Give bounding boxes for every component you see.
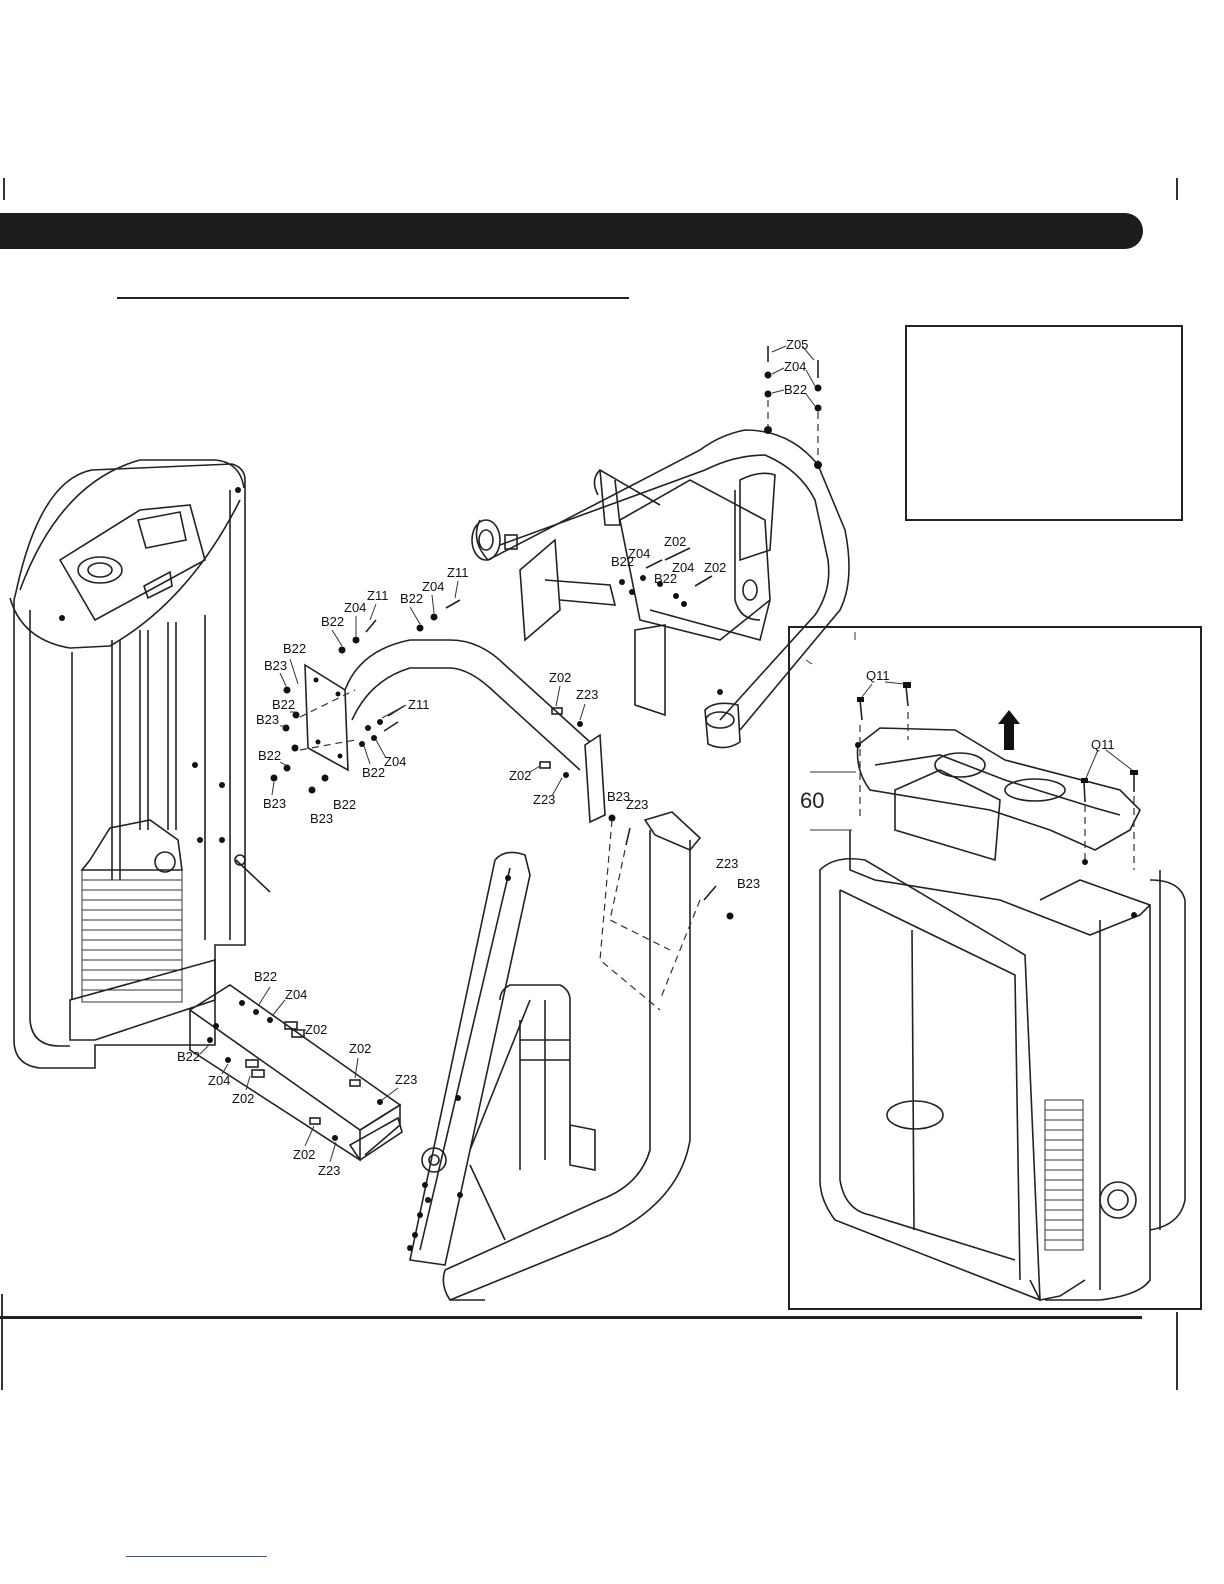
label-z11-a: Z11 xyxy=(447,565,468,580)
label-b22-g: B22 xyxy=(333,797,356,812)
weight-stack-frame xyxy=(10,460,270,1068)
label-z02-a: Z02 xyxy=(549,670,571,685)
label-z23-e: Z23 xyxy=(395,1072,417,1087)
back-pad xyxy=(635,625,665,715)
label-q11-b: Q11 xyxy=(1091,737,1115,752)
label-b22-h: B22 xyxy=(254,969,277,984)
label-z04-c: Z04 xyxy=(384,754,406,769)
label-z04-a: Z04 xyxy=(422,579,444,594)
dimension-60: 60 xyxy=(800,788,824,813)
arch-beam xyxy=(305,640,605,822)
label-b22-e: B22 xyxy=(258,748,281,763)
label-z02-c: Z02 xyxy=(305,1022,327,1037)
arch-beam-end-plate xyxy=(585,735,605,822)
label-z11-c: Z11 xyxy=(408,697,429,712)
shroud-detail-drawing xyxy=(806,632,1185,1300)
seat-pad-left xyxy=(520,540,560,640)
label-leaders xyxy=(200,581,585,1162)
label-z23-c: Z23 xyxy=(626,797,648,812)
label-b22-i: B22 xyxy=(177,1049,200,1064)
label-z02-f2: Z02 xyxy=(704,560,726,575)
label-z04-f2: Z04 xyxy=(672,560,694,575)
label-z04-e: Z04 xyxy=(208,1073,230,1088)
label-z02-b: Z02 xyxy=(509,768,531,783)
label-b23-a: B23 xyxy=(264,658,287,673)
label-z23-d: Z23 xyxy=(716,856,738,871)
label-b22-c: B22 xyxy=(283,641,306,656)
label-z02-e: Z02 xyxy=(349,1041,371,1056)
label-z23-f: Z23 xyxy=(318,1163,340,1178)
label-z02-f: Z02 xyxy=(293,1147,315,1162)
label-z23-b: Z23 xyxy=(533,792,555,807)
label-z11-b: Z11 xyxy=(367,588,388,603)
label-z02-d: Z02 xyxy=(232,1091,254,1106)
up-arrow-icon xyxy=(998,710,1020,750)
label-b22-top: B22 xyxy=(784,382,807,397)
label-b22-a: B22 xyxy=(400,591,423,606)
label-q11-a: Q11 xyxy=(866,668,890,683)
label-b22-f: B22 xyxy=(362,765,385,780)
label-z02-f1: Z02 xyxy=(664,534,686,549)
label-b22-d: B22 xyxy=(272,697,295,712)
label-z04-b: Z04 xyxy=(344,600,366,615)
label-z04-f1: Z04 xyxy=(628,546,650,561)
part-labels: Z05 Z04 B22 Z02 B22 Z04 B22 Z04 Z02 Z11 … xyxy=(177,337,1115,1178)
weight-plates xyxy=(82,820,182,1002)
front-upright-frame xyxy=(407,812,700,1300)
label-b23-d: B23 xyxy=(310,811,333,826)
label-b23-f: B23 xyxy=(737,876,760,891)
label-b23-c: B23 xyxy=(263,796,286,811)
label-z23-a: Z23 xyxy=(576,687,598,702)
label-z04-d: Z04 xyxy=(285,987,307,1002)
label-z05-top: Z05 xyxy=(786,337,808,352)
end-plate-fasteners xyxy=(540,708,734,920)
label-b22-b: B22 xyxy=(321,614,344,629)
label-z04-top: Z04 xyxy=(784,359,806,374)
label-b23-b: B23 xyxy=(256,712,279,727)
